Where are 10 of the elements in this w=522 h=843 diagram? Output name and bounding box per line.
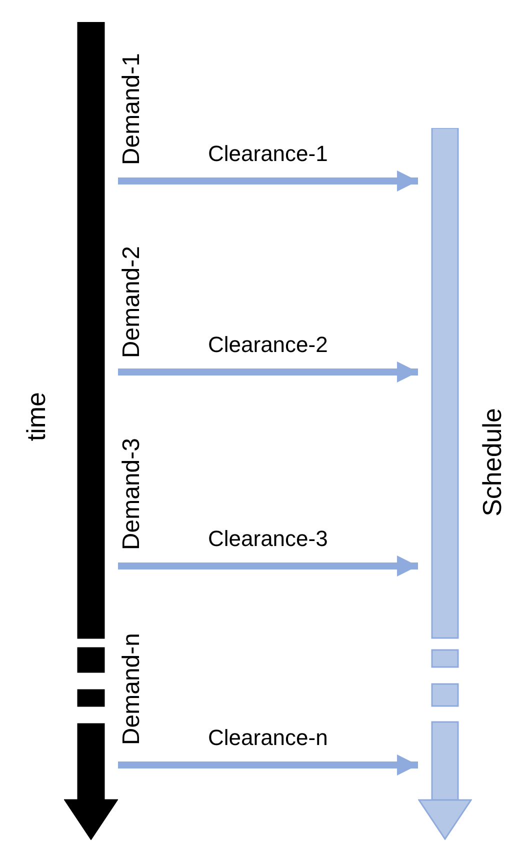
axis-label: Demand-1 — [118, 53, 146, 166]
arrow — [118, 362, 418, 382]
axis-label: Schedule — [478, 408, 506, 516]
arrow — [118, 170, 418, 192]
arrow — [118, 556, 418, 576]
axis-label: Demand-3 — [118, 438, 146, 550]
arrow — [118, 754, 418, 776]
axis-label: time — [22, 392, 50, 442]
axis-label: Demand-n — [118, 633, 146, 746]
axis-label: Demand-2 — [118, 246, 146, 358]
